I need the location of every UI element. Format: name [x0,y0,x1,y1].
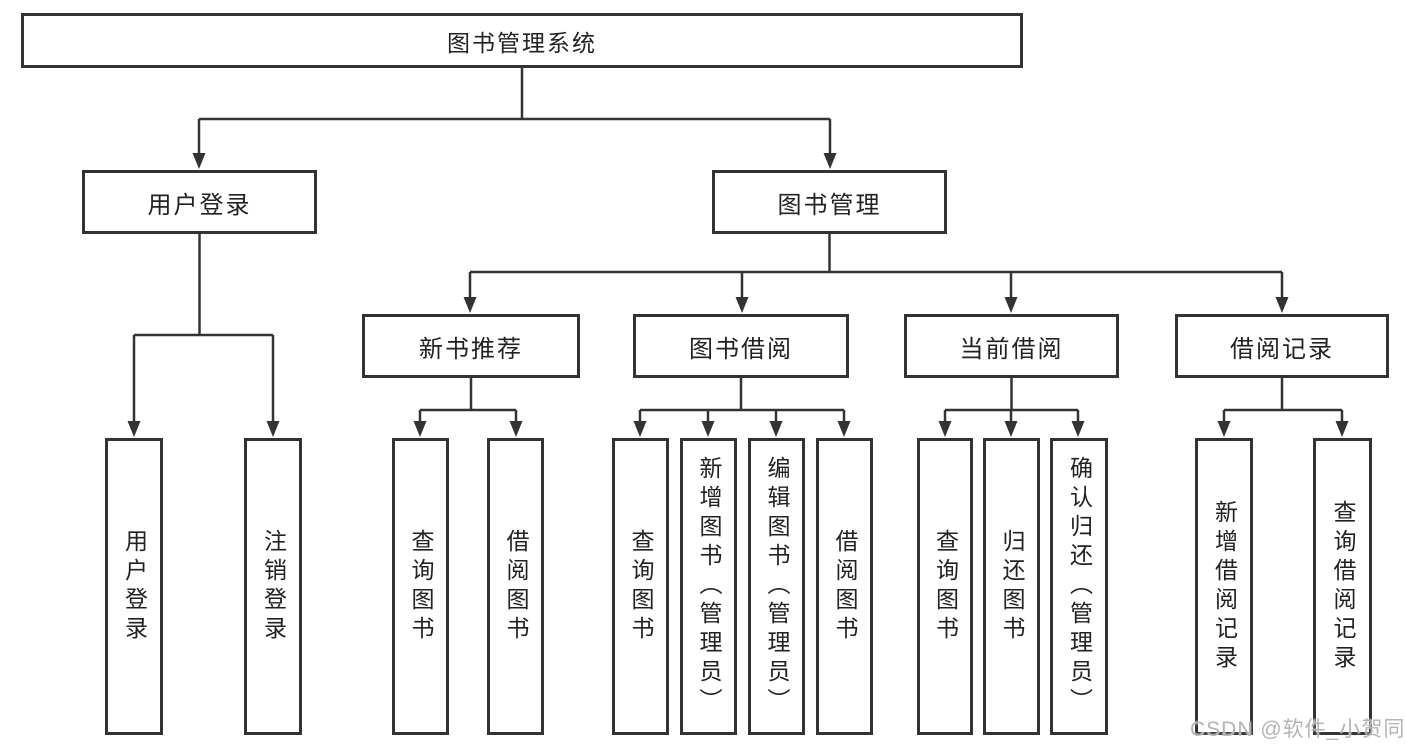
node-user-login-label: 用户登录 [147,191,252,219]
leaf-records-query-borrow-record: 查询借阅记录 [1313,438,1372,735]
node-book-borrow-label: 图书借阅 [689,335,793,363]
node-borrow-records-label: 借阅记录 [1230,335,1334,363]
leaf-recommend-borrow-books: 借阅图书 [487,438,544,735]
leaf-records-add-borrow-record: 新增借阅记录 [1195,438,1253,735]
leaf-borrow-edit-books-admin: 编辑图书（管理员） [748,438,805,735]
leaf-borrow-borrow-books: 借阅图书 [816,438,873,735]
leaf-borrow-query-books: 查询图书 [612,438,669,735]
node-new-book-recommend: 新书推荐 [362,314,580,378]
leaf-user-login-label: 用户登录 [121,528,148,645]
leaf-current-return-books-label: 归还图书 [999,528,1025,645]
leaf-recommend-query-books-label: 查询图书 [408,528,434,645]
leaf-current-query-books: 查询图书 [917,438,973,735]
leaf-borrow-add-books-admin-label: 新增图书（管理员） [696,456,722,717]
leaf-current-query-books-label: 查询图书 [932,528,959,645]
leaf-records-query-borrow-record-label: 查询借阅记录 [1330,499,1356,674]
leaf-recommend-borrow-books-label: 借阅图书 [503,528,529,645]
arrowheads [127,153,1349,437]
leaf-borrow-query-books-label: 查询图书 [628,528,654,645]
node-new-book-recommend-label: 新书推荐 [419,335,523,363]
leaf-logout-label: 注销登录 [260,528,287,645]
leaf-logout: 注销登录 [244,438,302,735]
node-book-management: 图书管理 [712,170,947,234]
node-system-root: 图书管理系统 [21,13,1023,68]
leaf-borrow-borrow-books-label: 借阅图书 [832,528,858,645]
leaf-current-confirm-return-admin-label: 确认归还（管理员） [1066,456,1093,717]
csdn-watermark: CSDN @软件_小贺同学 [1190,718,1405,741]
node-system-root-label: 图书管理系统 [447,29,597,56]
node-borrow-records: 借阅记录 [1175,314,1389,378]
leaf-borrow-add-books-admin: 新增图书（管理员） [680,438,737,735]
leaf-borrow-edit-books-admin-label: 编辑图书（管理员） [764,456,790,717]
node-book-management-label: 图书管理 [777,191,882,219]
leaf-current-return-books: 归还图书 [983,438,1040,735]
node-user-login: 用户登录 [82,170,317,234]
node-current-borrow: 当前借阅 [904,314,1119,378]
leaf-current-confirm-return-admin: 确认归还（管理员） [1050,438,1108,735]
leaf-recommend-query-books: 查询图书 [392,438,449,735]
leaf-records-add-borrow-record-label: 新增借阅记录 [1211,499,1238,674]
leaf-user-login: 用户登录 [105,438,163,735]
node-current-borrow-label: 当前借阅 [959,335,1064,363]
node-book-borrow: 图书借阅 [633,314,849,378]
